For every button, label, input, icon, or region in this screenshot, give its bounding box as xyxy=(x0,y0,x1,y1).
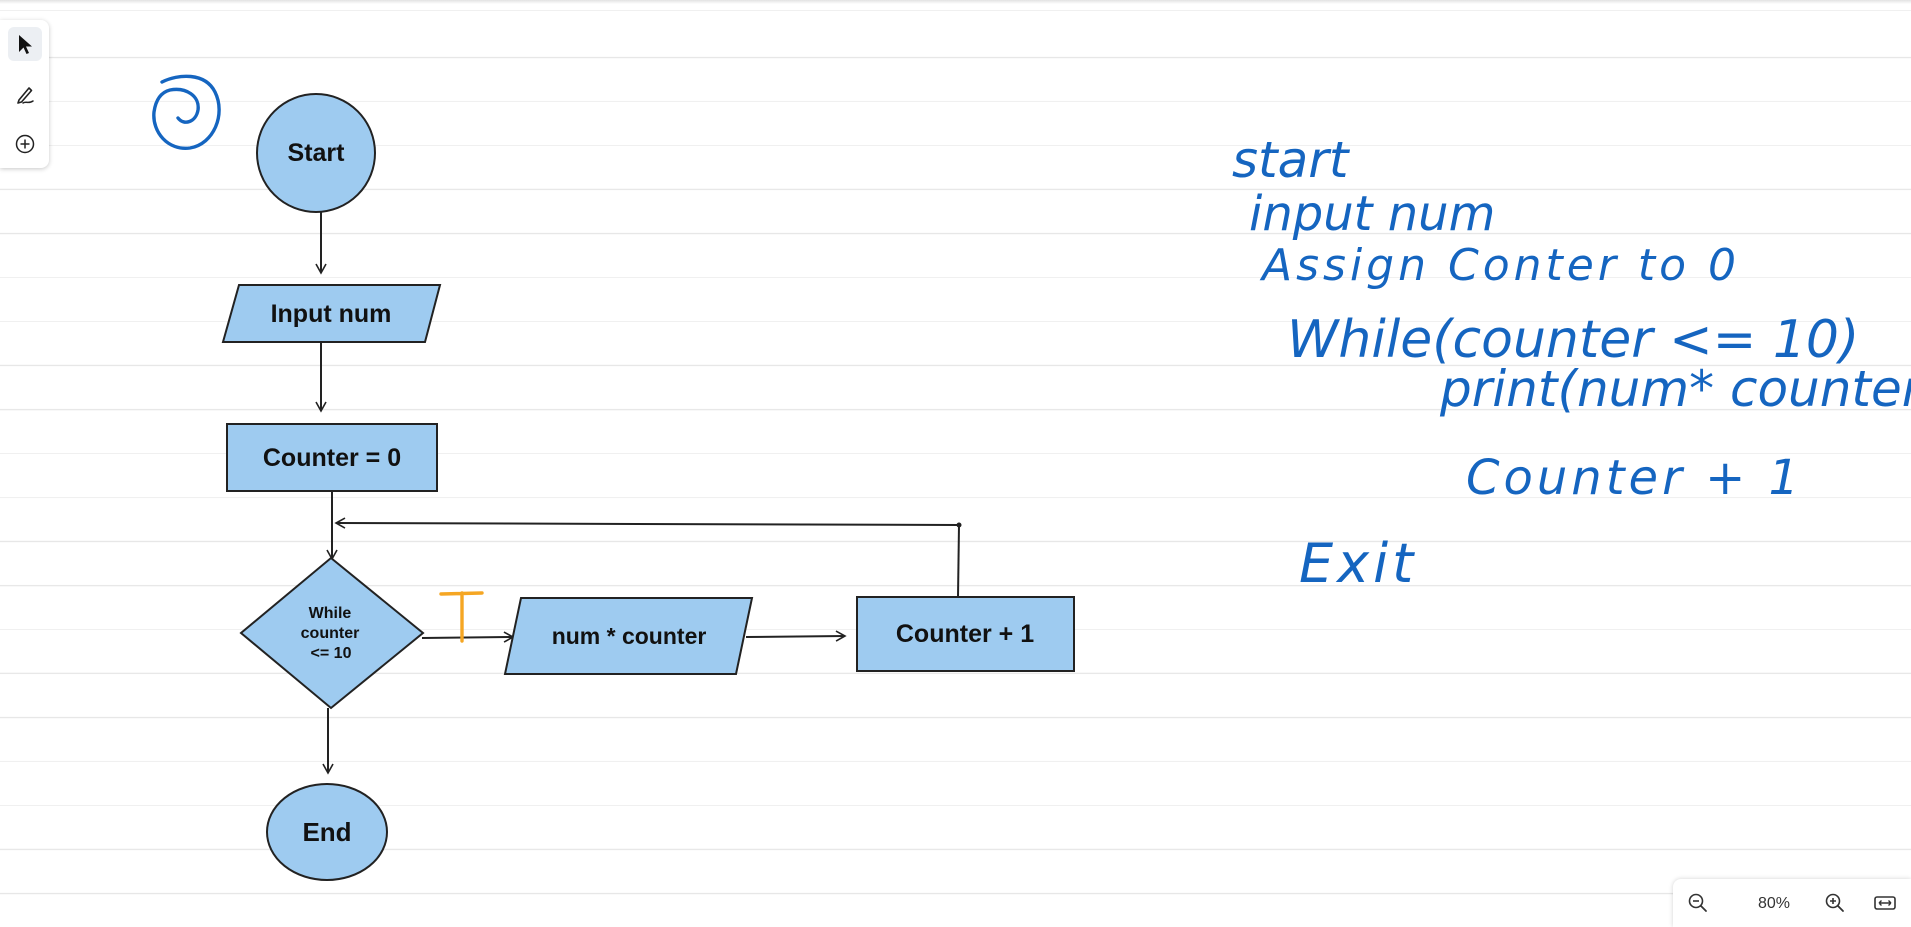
node-init-counter[interactable]: Counter = 0 xyxy=(226,423,438,492)
pen-tool-button[interactable] xyxy=(8,77,42,111)
zoom-in-button[interactable] xyxy=(1820,888,1850,918)
drawing-toolbar xyxy=(0,20,49,168)
flow-connectors xyxy=(315,208,962,775)
zoom-controls: 80% xyxy=(1673,879,1911,927)
zoom-out-icon xyxy=(1688,893,1707,912)
zoom-out-button[interactable] xyxy=(1683,888,1713,918)
pointer-icon xyxy=(19,35,32,54)
node-end[interactable]: End xyxy=(266,783,388,881)
zoom-level-label: 80% xyxy=(1757,895,1791,912)
top-edge-shadow xyxy=(0,0,1911,4)
condition-line-1: While xyxy=(309,605,352,622)
zoom-in-icon xyxy=(1825,893,1844,912)
arrow-condition-to-output xyxy=(421,631,515,643)
node-input[interactable]: Input num xyxy=(221,284,442,343)
plus-circle-icon xyxy=(15,134,35,154)
arrow-output-to-increment xyxy=(745,630,847,642)
loop-back-connector xyxy=(957,524,960,598)
end-label: End xyxy=(302,817,351,847)
pseudocode-line-start: start xyxy=(1232,131,1351,189)
node-output[interactable]: num * counter xyxy=(503,597,754,675)
add-tool-button[interactable] xyxy=(8,127,42,161)
start-label: Start xyxy=(288,139,346,167)
output-label: num * counter xyxy=(552,623,707,649)
handwritten-pseudocode: start input num Assign Conter to 0 While… xyxy=(1232,131,1911,595)
pseudocode-line-input: input num xyxy=(1249,186,1495,242)
input-label: Input num xyxy=(271,300,392,328)
pseudocode-line-exit: Exit xyxy=(1299,532,1417,595)
select-tool-button[interactable] xyxy=(8,27,42,61)
fit-width-icon xyxy=(1874,896,1896,910)
init-label: Counter = 0 xyxy=(263,444,401,472)
condition-line-2: counter xyxy=(301,625,360,642)
handwritten-true-mark xyxy=(439,591,484,643)
pseudocode-line-print: print(num* counter) xyxy=(1439,360,1911,418)
pseudocode-line-assign: Assign Conter to 0 xyxy=(1259,240,1740,291)
pen-icon xyxy=(17,87,34,104)
fit-width-button[interactable] xyxy=(1870,888,1900,918)
increment-label: Counter + 1 xyxy=(896,620,1034,648)
pseudocode-line-while: While(counter <= 10) xyxy=(1287,310,1859,370)
node-condition[interactable]: While counter <= 10 xyxy=(239,556,425,710)
pseudocode-line-increment: Counter + 1 xyxy=(1466,450,1803,506)
node-increment[interactable]: Counter + 1 xyxy=(856,596,1075,672)
condition-line-3: <= 10 xyxy=(311,645,352,662)
arrow-loop-back xyxy=(334,517,960,529)
handwritten-number-mark xyxy=(152,74,221,150)
node-start[interactable]: Start xyxy=(256,93,376,213)
